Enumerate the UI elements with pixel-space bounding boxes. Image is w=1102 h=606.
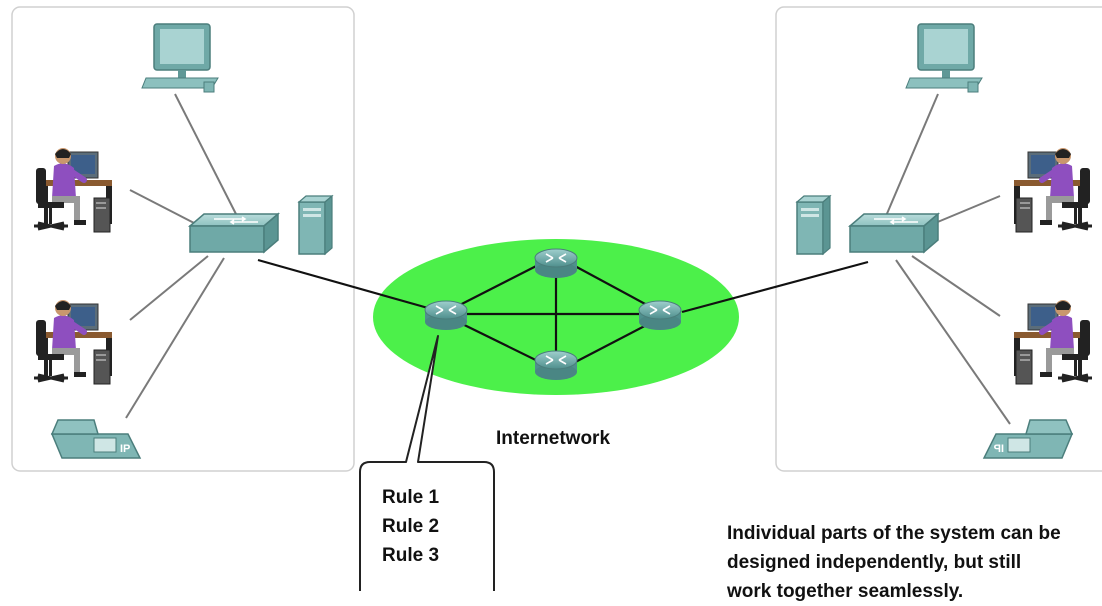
server-icon — [796, 195, 831, 255]
rule-item: Rule 1 — [382, 487, 440, 508]
server-icon — [298, 195, 333, 255]
network-diagram: IP — [11, 6, 1102, 591]
switch-icon — [849, 213, 939, 253]
desktop-computer-icon — [905, 23, 983, 93]
router-icon — [534, 350, 578, 381]
caption-line: designed independently, but still — [727, 552, 1022, 573]
caption-line: Individual parts of the system can be — [727, 523, 1061, 544]
right-lan-links — [885, 93, 1011, 425]
rules-list: Rule 1 Rule 2 Rule 3 — [382, 483, 439, 570]
rules-callout — [359, 335, 495, 591]
router-icon — [638, 300, 682, 331]
left-lan-links — [125, 93, 239, 419]
rule-item: Rule 3 — [382, 545, 440, 566]
switch-icon — [189, 213, 279, 253]
caption-text: Individual parts of the system can be de… — [727, 519, 1061, 606]
router-icon — [534, 248, 578, 279]
router-icon — [424, 300, 468, 331]
caption-line: work together seamlessly. — [727, 581, 964, 602]
rule-item: Rule 2 — [382, 516, 440, 537]
desktop-computer-icon — [141, 23, 219, 93]
internetwork-label: Internetwork — [496, 428, 611, 449]
